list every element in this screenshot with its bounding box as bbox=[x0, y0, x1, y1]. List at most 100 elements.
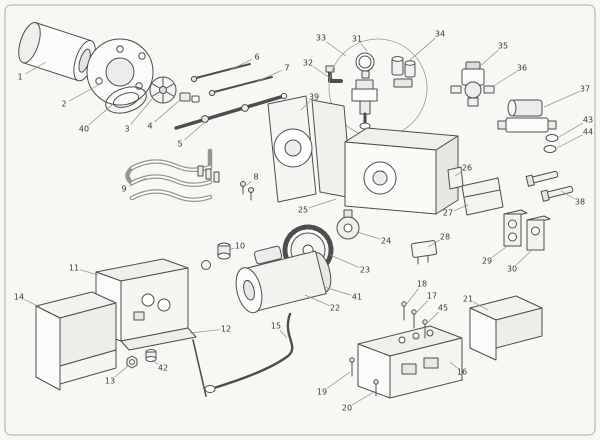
parts-layer bbox=[18, 22, 574, 399]
callout-leader-11 bbox=[79, 269, 99, 276]
callout-leader-8 bbox=[246, 180, 252, 186]
long-screws bbox=[190, 63, 273, 97]
callout-label-21: 21 bbox=[463, 295, 473, 304]
callout-leader-1 bbox=[25, 61, 47, 75]
callout-label-41: 41 bbox=[352, 293, 362, 302]
callout-label-19: 19 bbox=[317, 388, 327, 397]
cover-plate-right bbox=[469, 295, 543, 361]
callout-leader-40 bbox=[88, 103, 114, 126]
shaft-hub bbox=[179, 92, 200, 103]
box-lid bbox=[120, 327, 197, 351]
callout-leader-13 bbox=[114, 365, 129, 378]
callout-leader-7 bbox=[255, 70, 282, 83]
callout-label-16: 16 bbox=[457, 368, 467, 377]
drive-shaft bbox=[174, 92, 288, 130]
callout-label-5: 5 bbox=[177, 140, 182, 149]
callout-leader-42 bbox=[151, 359, 159, 365]
callout-label-7: 7 bbox=[284, 64, 289, 73]
callout-label-26: 26 bbox=[462, 164, 472, 173]
page-border bbox=[4, 4, 596, 436]
callout-leader-27 bbox=[453, 204, 469, 212]
control-box-bottom-screws bbox=[349, 357, 379, 397]
callout-label-31: 31 bbox=[352, 35, 362, 44]
callout-leader-35 bbox=[478, 49, 499, 68]
callout-label-42: 42 bbox=[158, 364, 168, 373]
callout-leader-45 bbox=[425, 311, 439, 325]
callout-label-11: 11 bbox=[69, 264, 79, 273]
callout-leader-31 bbox=[360, 43, 368, 52]
callout-label-38: 38 bbox=[575, 198, 585, 207]
callout-leader-25 bbox=[308, 198, 337, 209]
gasket-ring bbox=[105, 86, 147, 114]
callout-label-45: 45 bbox=[438, 304, 448, 313]
callout-label-44: 44 bbox=[583, 128, 593, 137]
callout-leader-34 bbox=[408, 37, 436, 62]
callout-leader-2 bbox=[69, 83, 101, 102]
fan-impeller bbox=[149, 76, 177, 104]
callout-leader-16 bbox=[449, 361, 458, 369]
callout-label-10: 10 bbox=[235, 242, 245, 251]
callout-leader-4 bbox=[154, 99, 181, 123]
callout-label-4: 4 bbox=[147, 122, 152, 131]
pressure-gauge bbox=[355, 52, 375, 79]
valve-block-a bbox=[503, 209, 528, 247]
nozzle-fitting bbox=[201, 242, 231, 270]
callout-leader-36 bbox=[491, 70, 518, 88]
callout-leaders-layer bbox=[24, 37, 584, 406]
control-box bbox=[357, 325, 463, 399]
callout-leader-14 bbox=[24, 299, 41, 308]
callout-label-35: 35 bbox=[498, 42, 508, 51]
mounting-bracket bbox=[461, 177, 504, 216]
callout-label-1: 1 bbox=[17, 73, 22, 82]
callout-leader-3 bbox=[130, 98, 153, 125]
pressure-regulator bbox=[450, 61, 495, 107]
callout-label-14: 14 bbox=[14, 293, 24, 302]
callout-label-27: 27 bbox=[443, 209, 453, 218]
gauge-assembly bbox=[328, 38, 428, 138]
clip-bracket bbox=[447, 166, 464, 190]
callout-leader-21 bbox=[473, 301, 489, 311]
callout-label-12: 12 bbox=[221, 325, 231, 334]
callout-label-8: 8 bbox=[253, 173, 258, 182]
callout-label-22: 22 bbox=[330, 304, 340, 313]
callout-leader-19 bbox=[326, 371, 351, 389]
small-screws bbox=[240, 181, 254, 201]
callout-leader-39 bbox=[300, 100, 311, 111]
callout-label-32: 32 bbox=[303, 59, 313, 68]
burner-housing bbox=[267, 95, 353, 203]
callout-label-25: 25 bbox=[298, 206, 308, 215]
micro-switch bbox=[410, 240, 438, 265]
hose-fittings bbox=[525, 170, 574, 202]
callout-label-43: 43 bbox=[583, 116, 593, 125]
valve-washers bbox=[543, 134, 559, 153]
callout-label-15: 15 bbox=[271, 322, 281, 331]
burner-body bbox=[344, 127, 459, 215]
callout-label-29: 29 bbox=[482, 257, 492, 266]
callout-leader-12 bbox=[189, 329, 221, 334]
cover-plate-left bbox=[35, 291, 117, 391]
callout-leader-9 bbox=[129, 177, 147, 187]
callout-leader-30 bbox=[516, 248, 534, 266]
cable-bushing bbox=[145, 349, 157, 362]
callout-label-20: 20 bbox=[342, 404, 352, 413]
callout-leader-33 bbox=[325, 41, 347, 57]
callout-label-37: 37 bbox=[580, 85, 590, 94]
callout-label-34: 34 bbox=[435, 30, 445, 39]
blast-tube bbox=[18, 22, 96, 82]
callout-leader-26 bbox=[454, 171, 463, 177]
callout-leader-37 bbox=[543, 91, 580, 108]
callout-label-36: 36 bbox=[517, 64, 527, 73]
callout-leader-18 bbox=[404, 288, 419, 307]
callout-leader-28 bbox=[427, 239, 441, 248]
callout-leader-43 bbox=[558, 122, 584, 138]
callout-leader-22 bbox=[304, 294, 330, 306]
callout-leader-15 bbox=[279, 330, 288, 339]
callout-leader-38 bbox=[560, 190, 575, 200]
gauge-valve-body bbox=[351, 79, 378, 130]
callout-leader-17 bbox=[414, 300, 429, 315]
callout-leader-24 bbox=[356, 231, 381, 240]
callout-label-6: 6 bbox=[254, 53, 259, 62]
